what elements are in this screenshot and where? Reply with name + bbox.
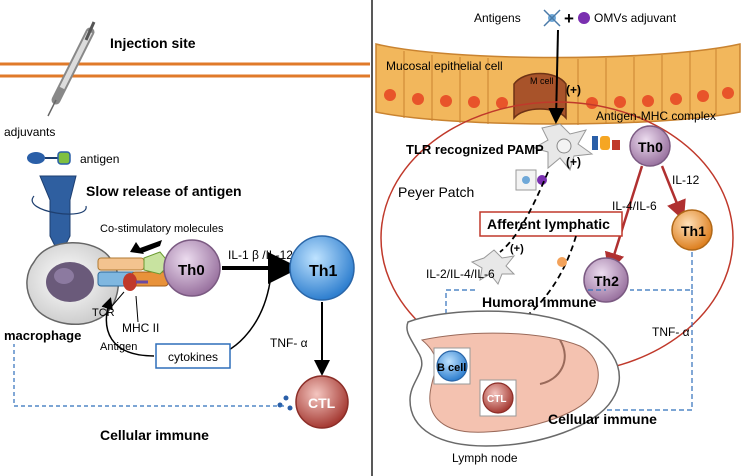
- syringe-icon: [47, 21, 96, 117]
- cytokines-label: cytokines: [168, 350, 218, 364]
- humoral-dashed-line-left: [441, 289, 476, 338]
- costim-label: Co-stimulatory molecules: [100, 223, 224, 235]
- ctl-cell: [295, 375, 349, 429]
- macrophage-label: macrophage: [4, 328, 81, 343]
- mhc-label: MHC II: [122, 321, 159, 335]
- bcell: [436, 350, 468, 382]
- m-cell: [513, 72, 567, 121]
- th0-to-th1-red-arrow: [660, 165, 686, 221]
- humoral-dashed-line-right: [630, 252, 693, 291]
- tcr-label: TCR: [92, 307, 115, 319]
- m-cell-label: M cell: [530, 76, 554, 86]
- left-panel: Injection site adjuvants antigen Slow re…: [0, 21, 370, 443]
- receptor-complex-icon: [97, 251, 171, 291]
- right-ctl-label: CTL: [487, 394, 506, 405]
- m-cell-plus: (+): [566, 83, 581, 97]
- th0-cell: [163, 239, 221, 297]
- il1-il12-label: IL-1 β /IL-12: [228, 248, 293, 262]
- omv-small-icon: [537, 175, 547, 185]
- tnf-label: TNF- α: [270, 336, 308, 350]
- afferent-lymphatic-label: Afferent lymphatic: [487, 216, 610, 232]
- left-dashed-feedback: [13, 344, 284, 407]
- omv-icon: [578, 12, 590, 24]
- right-th0-label: Th0: [638, 139, 663, 155]
- slow-release-label: Slow release of antigen: [86, 183, 242, 199]
- peyer-patch-label: Peyer Patch: [398, 184, 474, 200]
- afferent-path: [482, 235, 577, 346]
- right-th1-cell: [671, 209, 713, 251]
- right-cellular-immune-label: Cellular immune: [548, 411, 657, 427]
- humoral-immune-label: Humoral immune: [482, 294, 597, 310]
- th1-label: Th1: [309, 263, 338, 280]
- tlr-plus: (+): [566, 155, 581, 169]
- th0-label: Th0: [178, 262, 205, 279]
- granule-dots: [277, 395, 293, 411]
- antigen-particle-icon: [543, 9, 561, 27]
- cytokine-spark-icon: [557, 257, 567, 267]
- il4-il6-label: IL-4/IL-6: [612, 199, 657, 213]
- omvs-adjuvant-label: OMVs adjuvant: [594, 11, 677, 25]
- plus-sign: +: [564, 9, 574, 28]
- tlr-label: TLR recognized PAMP: [406, 142, 544, 157]
- il2-il4-il6-label: IL-2/IL-4/IL-6: [426, 267, 495, 281]
- migrating-dc-icon: [470, 249, 516, 285]
- antigen-label: antigen: [80, 152, 119, 166]
- th2-label: Th2: [594, 273, 619, 289]
- entry-arrow: [548, 29, 565, 124]
- right-th0-cell: [629, 125, 671, 167]
- injection-site-label: Injection site: [110, 35, 196, 51]
- bcell-label: B cell: [437, 362, 466, 374]
- cellular-dashed-line: [528, 290, 693, 411]
- th1-cell: [289, 235, 355, 301]
- macrophage-cell-icon: [26, 242, 120, 325]
- right-th1-label: Th1: [681, 223, 706, 239]
- right-ctl-cell: [482, 382, 514, 414]
- th0-to-th2-red-arrow: [604, 165, 644, 273]
- il12-label: IL-12: [672, 173, 700, 187]
- mucosal-label: Mucosal epithelial cell: [386, 59, 503, 73]
- right-tnf-label: TNF- α: [652, 325, 690, 339]
- cytokines-box: [155, 343, 231, 369]
- migrating-dc-plus: (+): [510, 243, 524, 255]
- antigen-mhc-label: Antigen-MHC complex: [596, 109, 716, 123]
- antigens-label: Antigens: [474, 11, 521, 25]
- left-cellular-immune-label: Cellular immune: [100, 427, 209, 443]
- adjuvant-antigen-icon: [27, 151, 71, 165]
- right-panel: M cell (+) Antigens + OMVs adjuvant Muco…: [375, 9, 741, 465]
- th2-cell: [583, 257, 629, 303]
- lymph-node-label: Lymph node: [452, 451, 518, 465]
- adjuvants-label: adjuvants: [4, 125, 55, 139]
- feedback-curve-left: [101, 297, 155, 357]
- afferent-lymphatic-box: [479, 211, 623, 237]
- epithelial-nuclei: [384, 87, 734, 109]
- costim-pointer: [140, 240, 162, 253]
- ctl-label: CTL: [308, 395, 336, 411]
- dendritic-cell-icon: [532, 123, 620, 172]
